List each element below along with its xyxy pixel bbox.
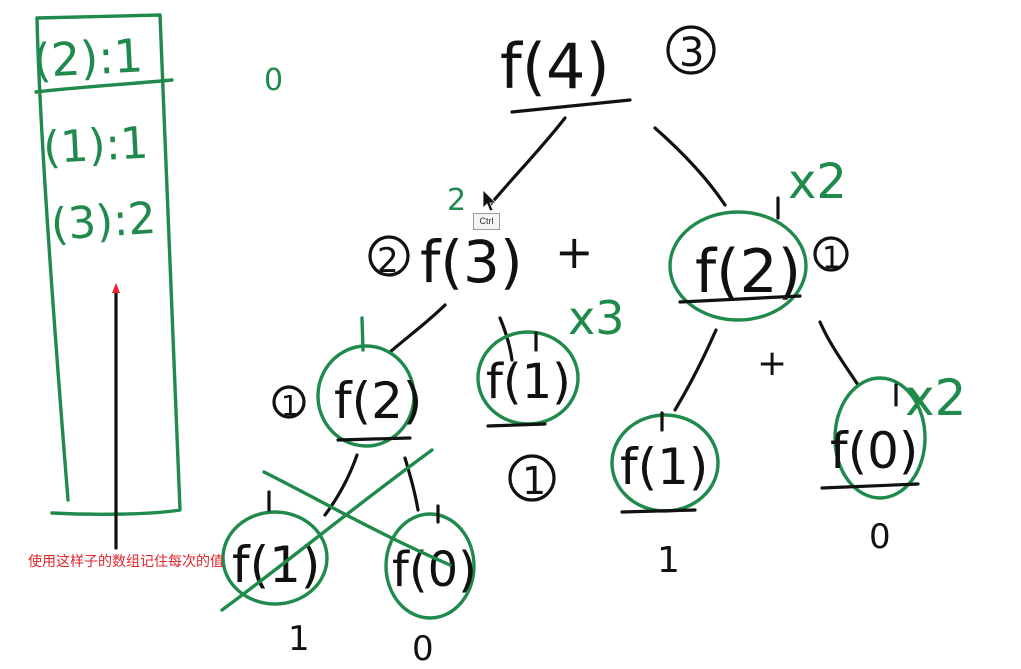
node-f1-bottom: f(1) 1 bbox=[221, 490, 329, 659]
node-f3: 2 f(3) 2 bbox=[368, 183, 523, 296]
memo-table-divider bbox=[34, 78, 174, 94]
node-f3-mark: 2 bbox=[447, 183, 466, 218]
node-root-f4: f(4) 3 bbox=[500, 25, 716, 114]
node-f1-mid-underline bbox=[486, 422, 547, 428]
annotation-arrow-head bbox=[112, 283, 120, 293]
plus-right: + bbox=[757, 343, 787, 384]
node-root-badge-circle bbox=[666, 25, 716, 75]
node-f2-left-green-tick bbox=[360, 316, 365, 352]
ctrl-tooltip: Ctrl bbox=[473, 213, 500, 230]
node-f0-right-call: f(0) bbox=[830, 422, 918, 480]
node-f1-mid-result-circle bbox=[508, 454, 556, 502]
mouse-cursor-icon bbox=[482, 189, 497, 212]
node-f1-bottom-circle bbox=[221, 510, 329, 606]
node-f2-left-underline bbox=[336, 436, 412, 442]
stray-zero-mark: 0 bbox=[264, 63, 283, 98]
edge-f2-f1 bbox=[673, 328, 718, 412]
node-f0-right-underline bbox=[820, 482, 920, 490]
node-f1-mid-result: 1 bbox=[522, 459, 546, 503]
edge-f3-f2 bbox=[388, 303, 447, 354]
annotation-arrow bbox=[112, 283, 120, 550]
node-f3-badge-circle bbox=[368, 235, 410, 277]
cross-out-mark bbox=[220, 448, 452, 612]
node-f1-right-call: f(1) bbox=[620, 438, 708, 496]
node-f0-bottom-call: f(0) bbox=[392, 542, 477, 598]
node-f2-left-circle bbox=[316, 344, 416, 448]
node-f0-right-circle bbox=[833, 376, 927, 500]
memo-row-1: (2):1 bbox=[32, 28, 145, 88]
memo-row-2: (1):1 bbox=[42, 118, 150, 174]
node-f2-left-badge: 1 bbox=[281, 389, 299, 422]
memo-row-3: (3):2 bbox=[49, 193, 157, 251]
node-root-call: f(4) bbox=[500, 30, 610, 103]
plus-top: + bbox=[555, 225, 594, 279]
node-f2-right-badge-circle bbox=[813, 236, 849, 272]
node-f2-right: f(2) 1 x2 bbox=[668, 154, 849, 322]
node-f0-bottom-circle bbox=[384, 512, 476, 620]
node-f2-right-circle bbox=[668, 210, 808, 322]
node-f0-right-result: 0 bbox=[869, 517, 891, 557]
node-f0-bottom: f(0) 0 bbox=[384, 504, 477, 669]
node-f2-right-badge: 1 bbox=[822, 241, 841, 276]
node-f2-left-badge-circle bbox=[272, 385, 306, 419]
edge-f4-f3 bbox=[488, 116, 567, 207]
node-f1-bottom-result: 1 bbox=[288, 619, 310, 659]
edge-f2-f0 bbox=[818, 320, 860, 387]
node-f0-right: f(0) x2 0 bbox=[820, 369, 966, 557]
edge-f4-f2 bbox=[653, 126, 727, 207]
node-f3-badge: 2 bbox=[377, 241, 399, 281]
node-f1-mid-call: f(1) bbox=[486, 354, 571, 410]
node-root-badge: 3 bbox=[679, 30, 704, 76]
node-f2-right-mult: x2 bbox=[788, 154, 847, 210]
node-f1-mid-mult: x3 bbox=[568, 291, 625, 345]
node-f0-right-mult: x2 bbox=[905, 369, 966, 427]
node-f2-right-underline bbox=[678, 294, 802, 304]
node-f2-left: 1 f(2) bbox=[272, 316, 422, 448]
node-f1-right-result: 1 bbox=[657, 540, 680, 581]
edge-f2left-f1 bbox=[323, 453, 359, 517]
node-f0-bottom-result: 0 bbox=[412, 629, 434, 669]
node-f1-right-underline bbox=[620, 508, 697, 514]
edge-f2left-f0 bbox=[403, 456, 420, 512]
node-f1-right: f(1) 1 bbox=[610, 411, 720, 581]
annotation-text: 使用这样子的数组记住每次的值 bbox=[28, 554, 224, 570]
memo-table: (2):1 (1):1 (3):2 bbox=[32, 13, 182, 516]
node-f2-left-call: f(2) bbox=[334, 372, 422, 430]
node-f1-mid: f(1) x3 1 bbox=[476, 291, 625, 503]
memo-table-border bbox=[35, 13, 182, 516]
node-f3-call: f(3) bbox=[420, 228, 523, 296]
node-root-underline bbox=[510, 98, 632, 114]
